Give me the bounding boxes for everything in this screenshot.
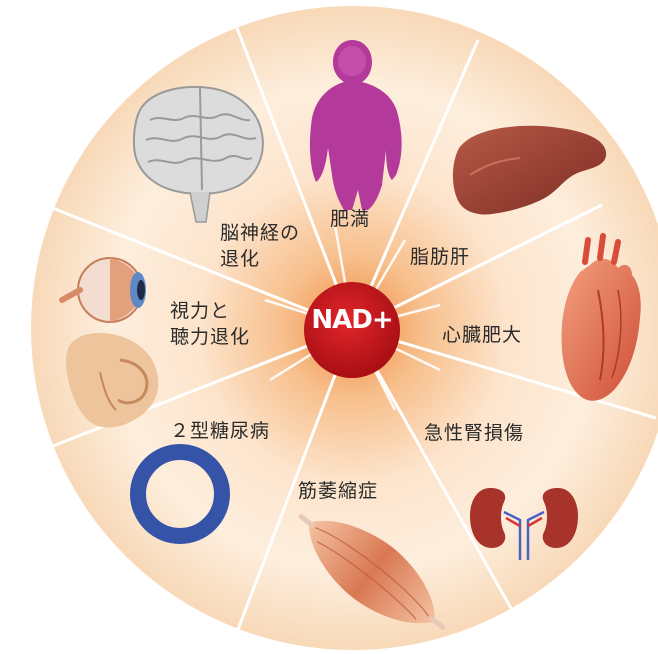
label-neuro: 脳神経の 退化 [220,220,300,272]
label-vision-hearing: 視力と 聴力退化 [170,298,250,350]
label-vision-hearing-line2: 聴力退化 [170,324,250,350]
label-cardiac-hypertrophy: 心臓肥大 [442,322,522,348]
label-vision-hearing-line1: 視力と [170,298,250,324]
label-obesity: 肥満 [330,206,370,232]
label-type2-diabetes: ２型糖尿病 [170,418,270,444]
label-fatty-liver: 脂肪肝 [410,244,470,270]
label-neuro-line2: 退化 [220,246,300,272]
center-label: NAD+ [302,305,402,335]
label-neuro-line1: 脳神経の [220,220,300,246]
label-muscle-atrophy: 筋萎縮症 [298,478,378,504]
label-acute-kidney-injury: 急性腎損傷 [424,420,524,446]
